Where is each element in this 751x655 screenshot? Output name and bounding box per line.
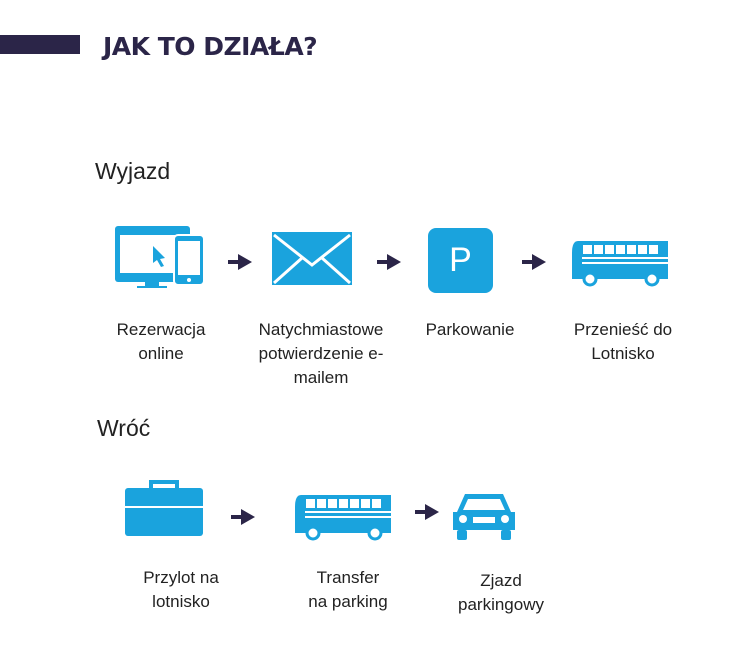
departure-heading: Wyjazd xyxy=(95,158,171,184)
envelope-icon xyxy=(272,232,352,285)
bus-icon xyxy=(572,241,668,287)
arrow-icon xyxy=(377,254,401,270)
bus-icon xyxy=(295,495,391,541)
car-icon xyxy=(453,494,515,540)
arrow-icon xyxy=(415,504,439,520)
briefcase-icon xyxy=(125,480,203,536)
return-heading: Wróć xyxy=(97,415,151,441)
step-label-parking: Parkowanie xyxy=(425,320,515,339)
arrow-icon xyxy=(231,509,255,525)
devices-icon xyxy=(115,226,205,288)
arrow-icon xyxy=(228,254,252,270)
parking-icon: P xyxy=(428,228,493,293)
page-title: JAK TO DZIAŁA? xyxy=(103,32,318,61)
arrow-icon xyxy=(522,254,546,270)
title-accent-bar xyxy=(0,35,80,54)
